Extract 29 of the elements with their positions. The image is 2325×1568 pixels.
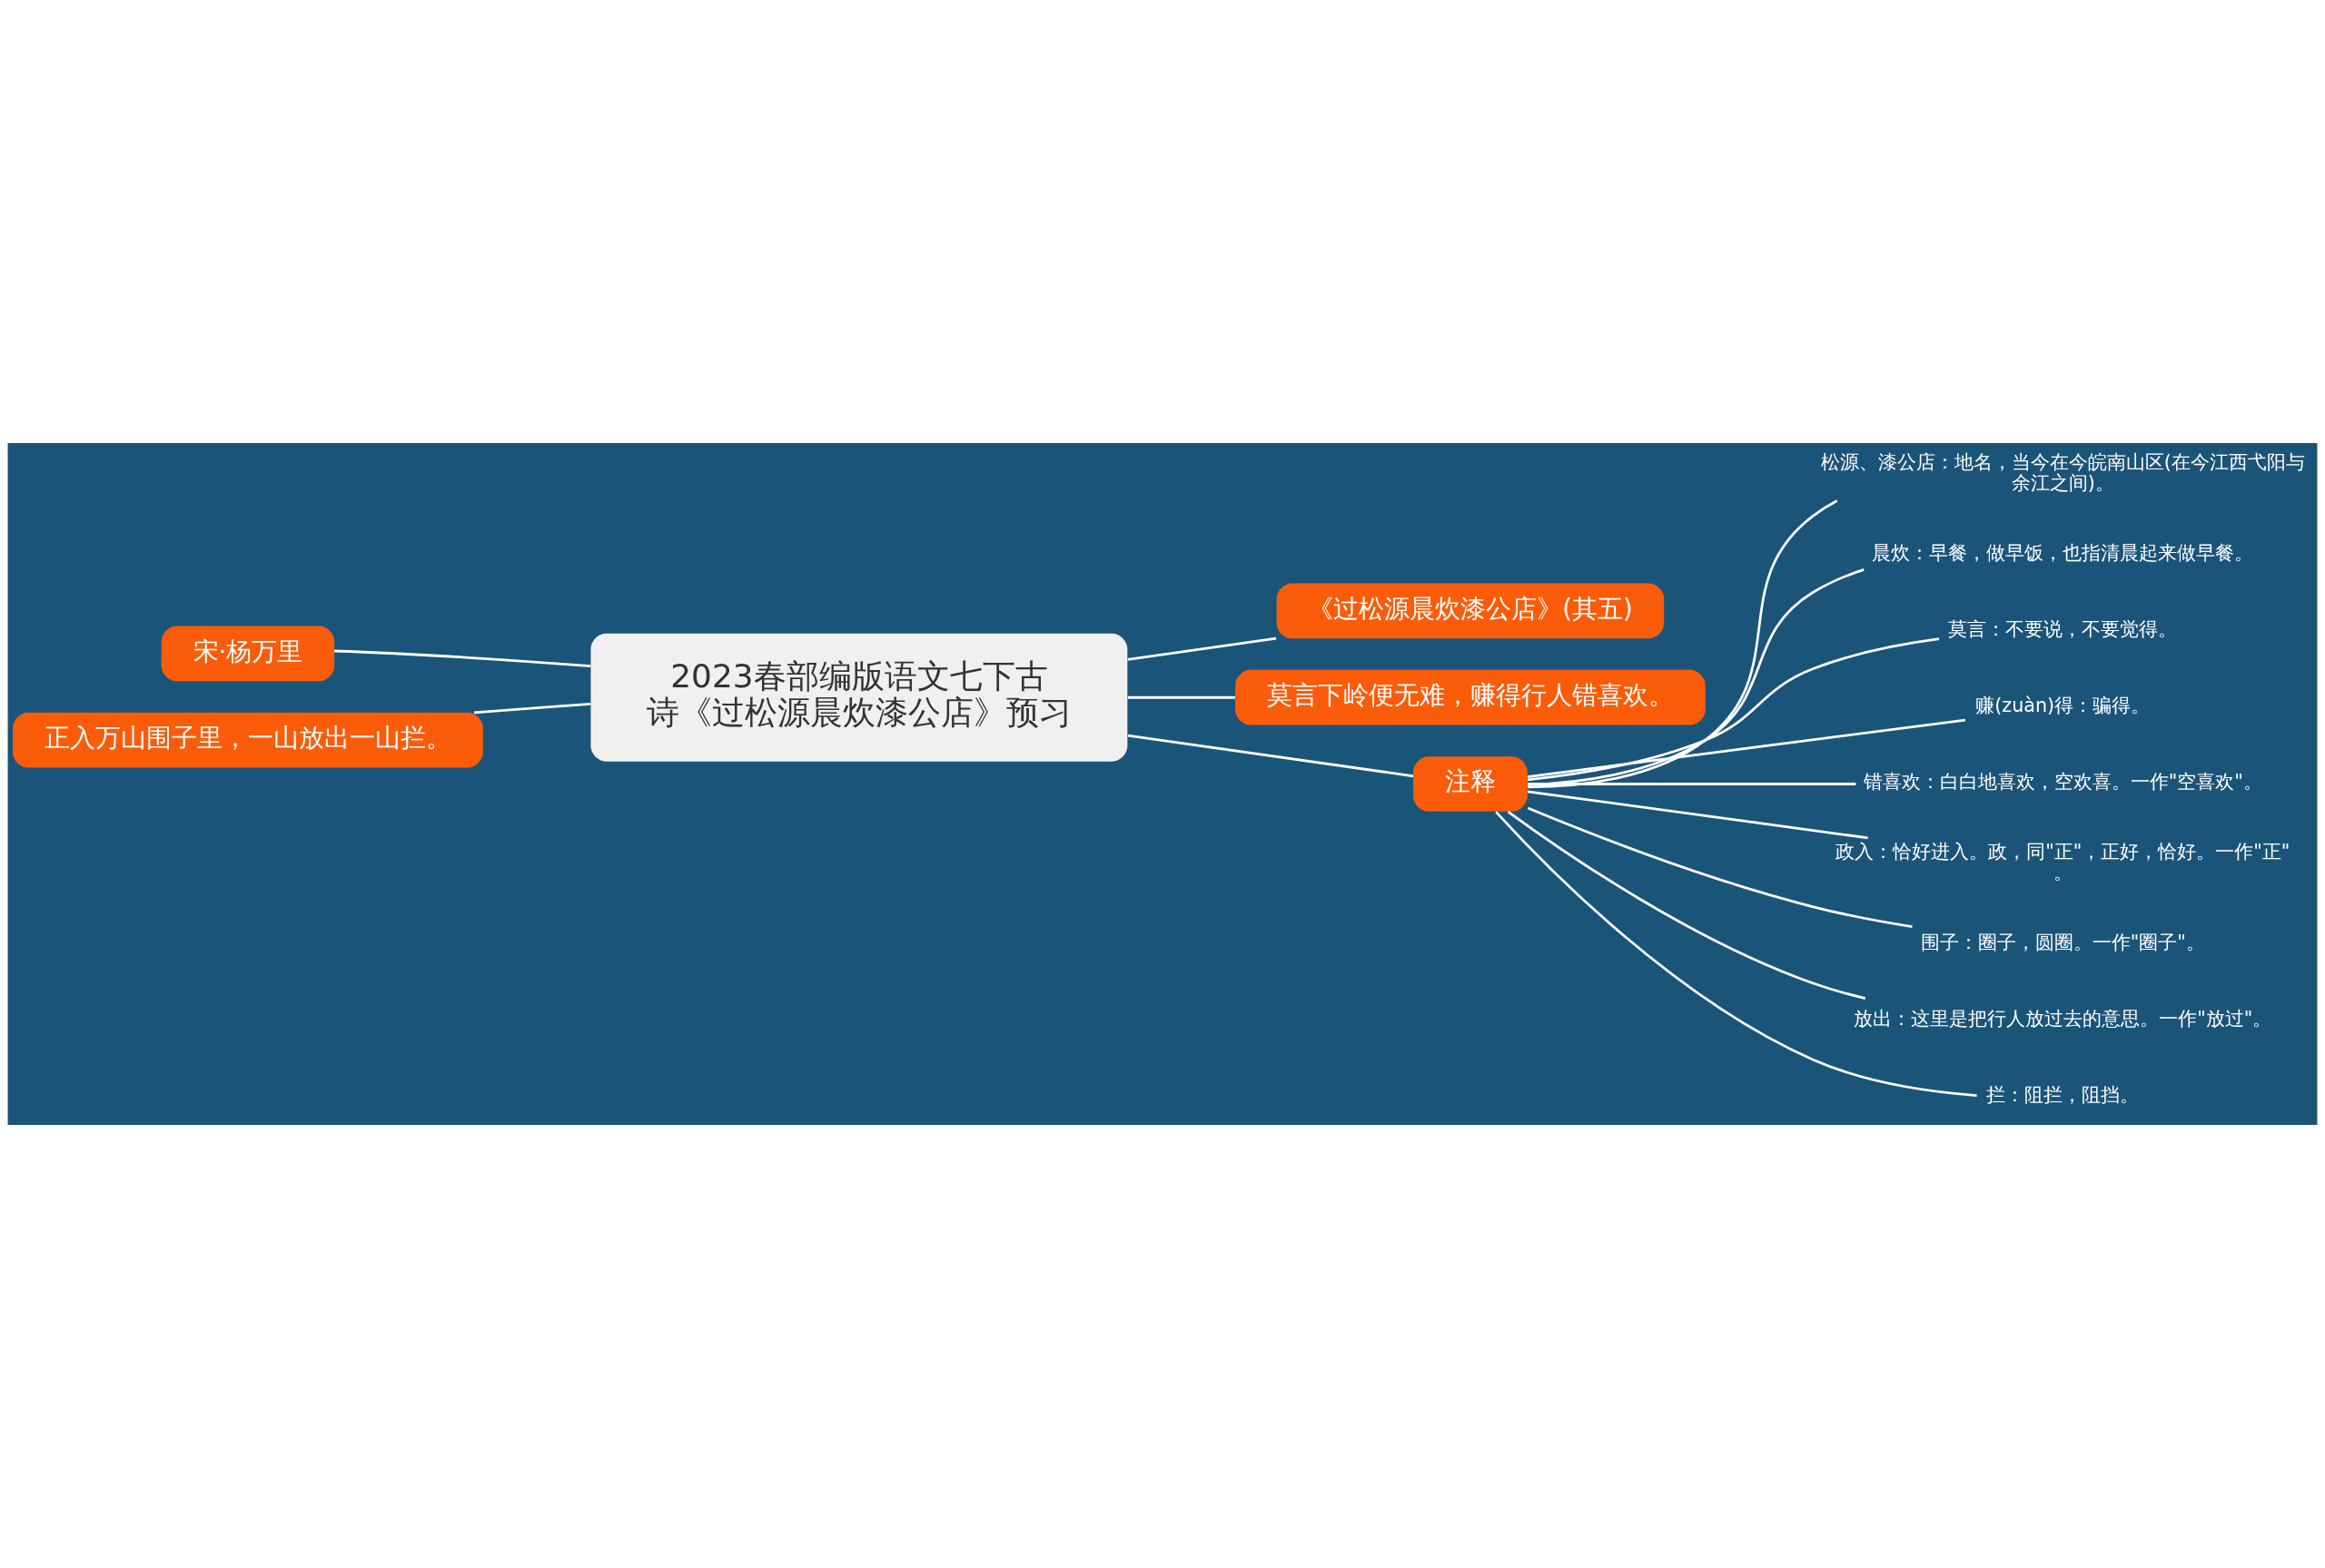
connector: [1527, 637, 1940, 782]
node-text: 莫言：不要说，不要觉得。: [1948, 617, 2178, 640]
connector: [1528, 783, 1856, 785]
node-box: 正入万山围子里，一山放出一山拦。: [13, 712, 483, 768]
node-box: 宋·杨万里: [161, 626, 335, 682]
connector: [1528, 499, 1838, 789]
node-text: 松源、漆公店：地名，当今在今皖南山区(在今江西弋阳与余江之间)。: [1820, 450, 2305, 495]
connector: [1127, 636, 1277, 661]
node-box: 2023春部编版语文七下古诗《过松源晨炊漆公店》预习: [590, 633, 1128, 762]
node-text: 放出：这里是把行人放过去的意思。一作"放过"。: [1854, 1008, 2272, 1031]
connector: [334, 649, 591, 668]
node-text: 赚(zuàn)得：骗得。: [1975, 695, 2151, 717]
connector: [1527, 806, 1913, 928]
connector: [1127, 734, 1414, 778]
connector: [1495, 811, 1977, 1097]
node-text: 拦：阻拦，阻挡。: [1986, 1084, 2140, 1107]
node-text: 错喜欢：白白地喜欢，空欢喜。一作"空喜欢"。: [1863, 771, 2262, 794]
connector: [1527, 718, 1965, 778]
connector: [473, 703, 591, 715]
connector: [1527, 790, 1868, 840]
connector: [1528, 568, 1865, 786]
node-text: 围子：圈子，圆圈。一作"圈子"。: [1920, 932, 2205, 954]
node-box: 莫言下岭便无难，赚得行人错喜欢。: [1235, 669, 1706, 725]
connector: [1127, 695, 1235, 699]
node-text: 晨炊：早餐，做早饭，也指清晨起来做早餐。: [1872, 541, 2254, 564]
node-box: 注释: [1413, 756, 1528, 812]
node-text: 政入：恰好进入。政，同"正"，正好，恰好。一作"正"。: [1835, 840, 2290, 884]
connector: [1507, 810, 1866, 1000]
node-box: 《过松源晨炊漆公店》(其五): [1276, 583, 1665, 639]
